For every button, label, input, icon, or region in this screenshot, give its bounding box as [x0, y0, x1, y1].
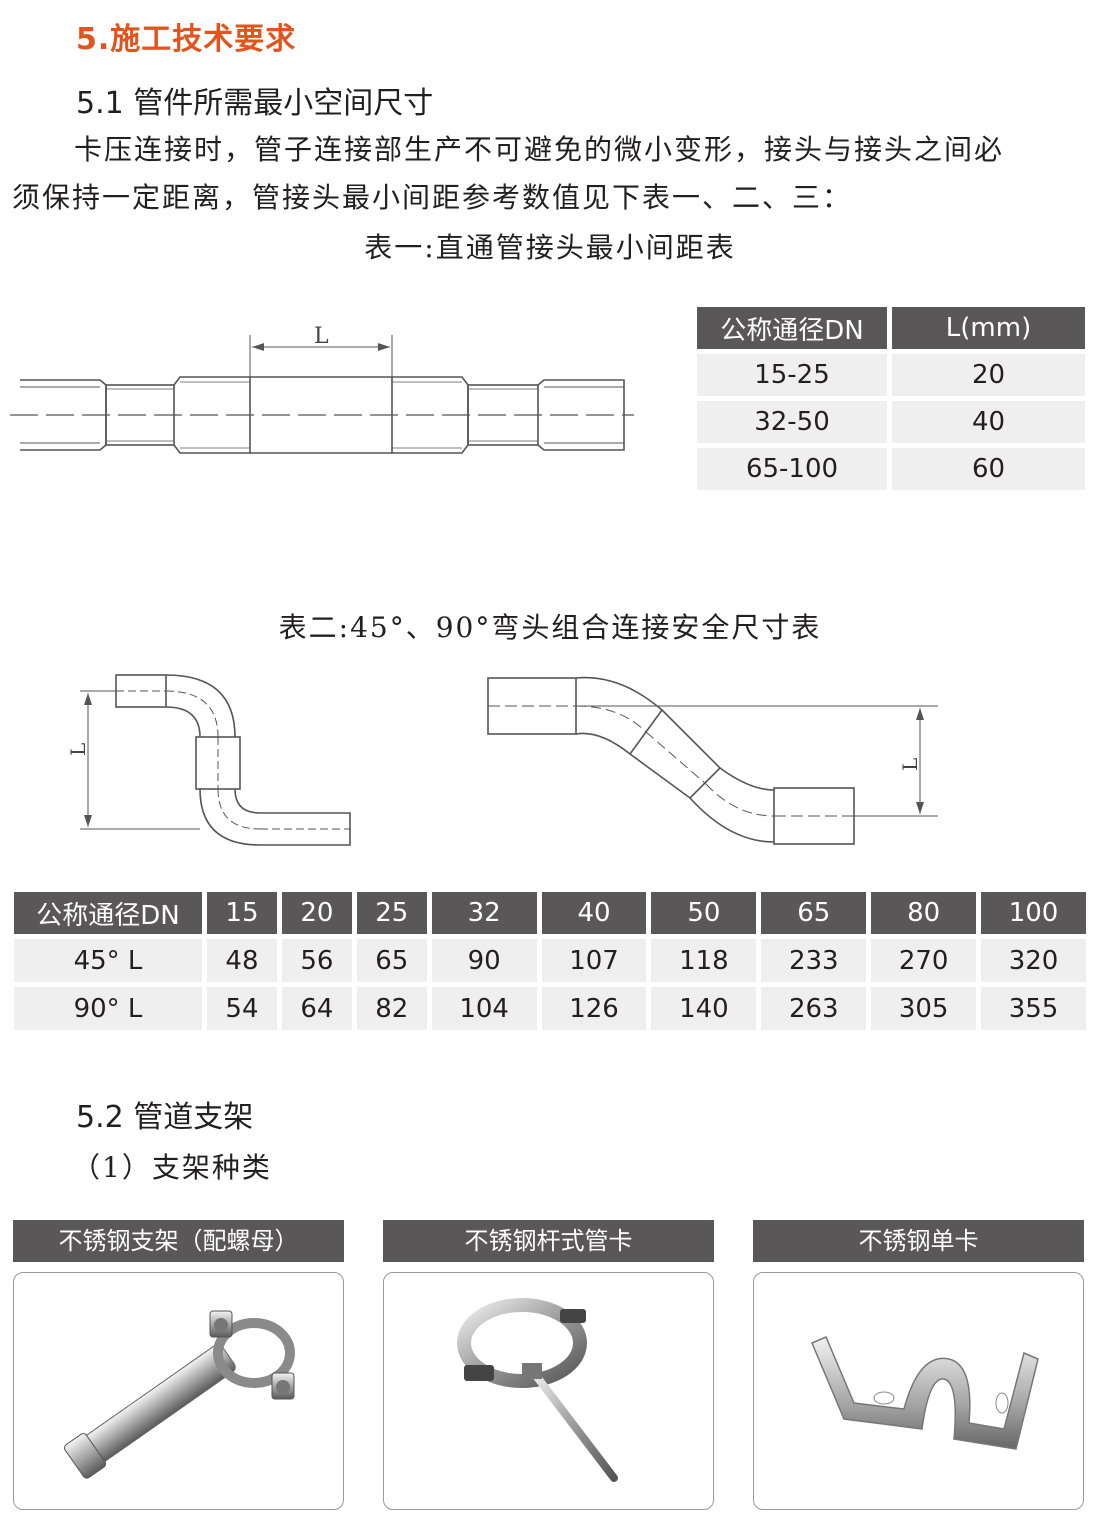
table-cell: 82 — [356, 987, 427, 1030]
subsection-title-5-2: 5.2 管道支架 — [76, 1100, 254, 1135]
table-cell: 104 — [431, 987, 537, 1030]
table2-header-row: 公称通径DN 15 20 25 32 40 50 65 80 100 — [14, 892, 1086, 934]
table1-header-row: 公称通径DN L(mm) — [697, 307, 1085, 349]
subsection-title-5-1: 5.1 管件所需最小空间尺寸 — [76, 86, 434, 121]
table-cell: 15-25 — [697, 354, 887, 396]
table2-caption: 表二:45°、90°弯头组合连接安全尺寸表 — [278, 611, 822, 644]
table-cell: 48 — [207, 939, 277, 982]
dimension-label-l: L — [66, 743, 90, 756]
table-cell: 90° L — [14, 987, 202, 1030]
table-cell: 65-100 — [697, 448, 887, 490]
product-image-rod-clamp — [383, 1272, 714, 1510]
product-label-single-clip: 不锈钢单卡 — [753, 1220, 1084, 1262]
straight-coupling-diagram: L — [10, 324, 634, 454]
table2-header: 50 — [651, 892, 757, 934]
table1-header: 公称通径DN — [697, 307, 887, 349]
table2: 公称通径DN 15 20 25 32 40 50 65 80 100 45° L… — [9, 887, 1091, 1035]
table-cell: 90 — [431, 939, 537, 982]
table-row: 90° L 54 64 82 104 126 140 263 305 355 — [14, 987, 1086, 1030]
table-cell: 355 — [981, 987, 1086, 1030]
product-image-bracket — [13, 1272, 344, 1510]
paragraph-line-1: 卡压连接时，管子连接部生产不可避免的微小变形，接头与接头之间必 — [74, 133, 1005, 166]
table-row: 45° L 48 56 65 90 107 118 233 270 320 — [14, 939, 1086, 982]
table-cell: 54 — [207, 987, 277, 1030]
dimension-label-l: L — [314, 324, 329, 349]
table2-header: 25 — [356, 892, 427, 934]
dimension-label-l: L — [898, 758, 922, 771]
table-cell: 140 — [651, 987, 757, 1030]
table2-header: 15 — [207, 892, 277, 934]
table-cell: 20 — [892, 354, 1085, 396]
pipe-bracket-with-nut-photo — [63, 1310, 295, 1479]
table2-header: 65 — [761, 892, 867, 934]
table2-header: 32 — [431, 892, 537, 934]
table-cell: 32-50 — [697, 401, 887, 443]
table1-header: L(mm) — [892, 307, 1085, 349]
table-cell: 64 — [281, 987, 352, 1030]
table-row: 65-100 60 — [697, 448, 1085, 490]
table-cell: 45° L — [14, 939, 202, 982]
table-cell: 233 — [761, 939, 867, 982]
product-label-rod-clamp: 不锈钢杆式管卡 — [383, 1220, 714, 1262]
table-cell: 320 — [981, 939, 1086, 982]
table-row: 15-25 20 — [697, 354, 1085, 396]
table1-caption: 表一:直通管接头最小间距表 — [364, 231, 736, 264]
paragraph-line-2: 须保持一定距离，管接头最小间距参考数值见下表一、二、三： — [12, 181, 853, 214]
table2-header: 100 — [981, 892, 1086, 934]
rod-pipe-clamp-photo — [457, 1298, 618, 1482]
product-label-bracket: 不锈钢支架（配螺母） — [13, 1220, 344, 1262]
table-cell: 126 — [541, 987, 647, 1030]
elbow-90-diagram: L — [66, 674, 351, 846]
table-cell: 40 — [892, 401, 1085, 443]
table-row: 32-50 40 — [697, 401, 1085, 443]
table2-header: 公称通径DN — [14, 892, 202, 934]
table-cell: 65 — [356, 939, 427, 982]
table-cell: 263 — [761, 987, 867, 1030]
table-cell: 270 — [871, 939, 977, 982]
table2-header: 80 — [871, 892, 977, 934]
table-cell: 56 — [281, 939, 352, 982]
table-cell: 60 — [892, 448, 1085, 490]
single-pipe-clip-photo — [811, 1336, 1039, 1450]
table2-header: 40 — [541, 892, 647, 934]
table-cell: 118 — [651, 939, 757, 982]
table1: 公称通径DN L(mm) 15-25 20 32-50 40 65-100 60 — [692, 302, 1090, 495]
table2-header: 20 — [281, 892, 352, 934]
elbow-45-diagram: L — [487, 676, 938, 845]
list-item-bracket-types: （1）支架种类 — [72, 1151, 272, 1184]
section-title: 5.施工技术要求 — [76, 22, 297, 57]
product-image-single-clip — [753, 1272, 1084, 1510]
table-cell: 107 — [541, 939, 647, 982]
table-cell: 305 — [871, 987, 977, 1030]
